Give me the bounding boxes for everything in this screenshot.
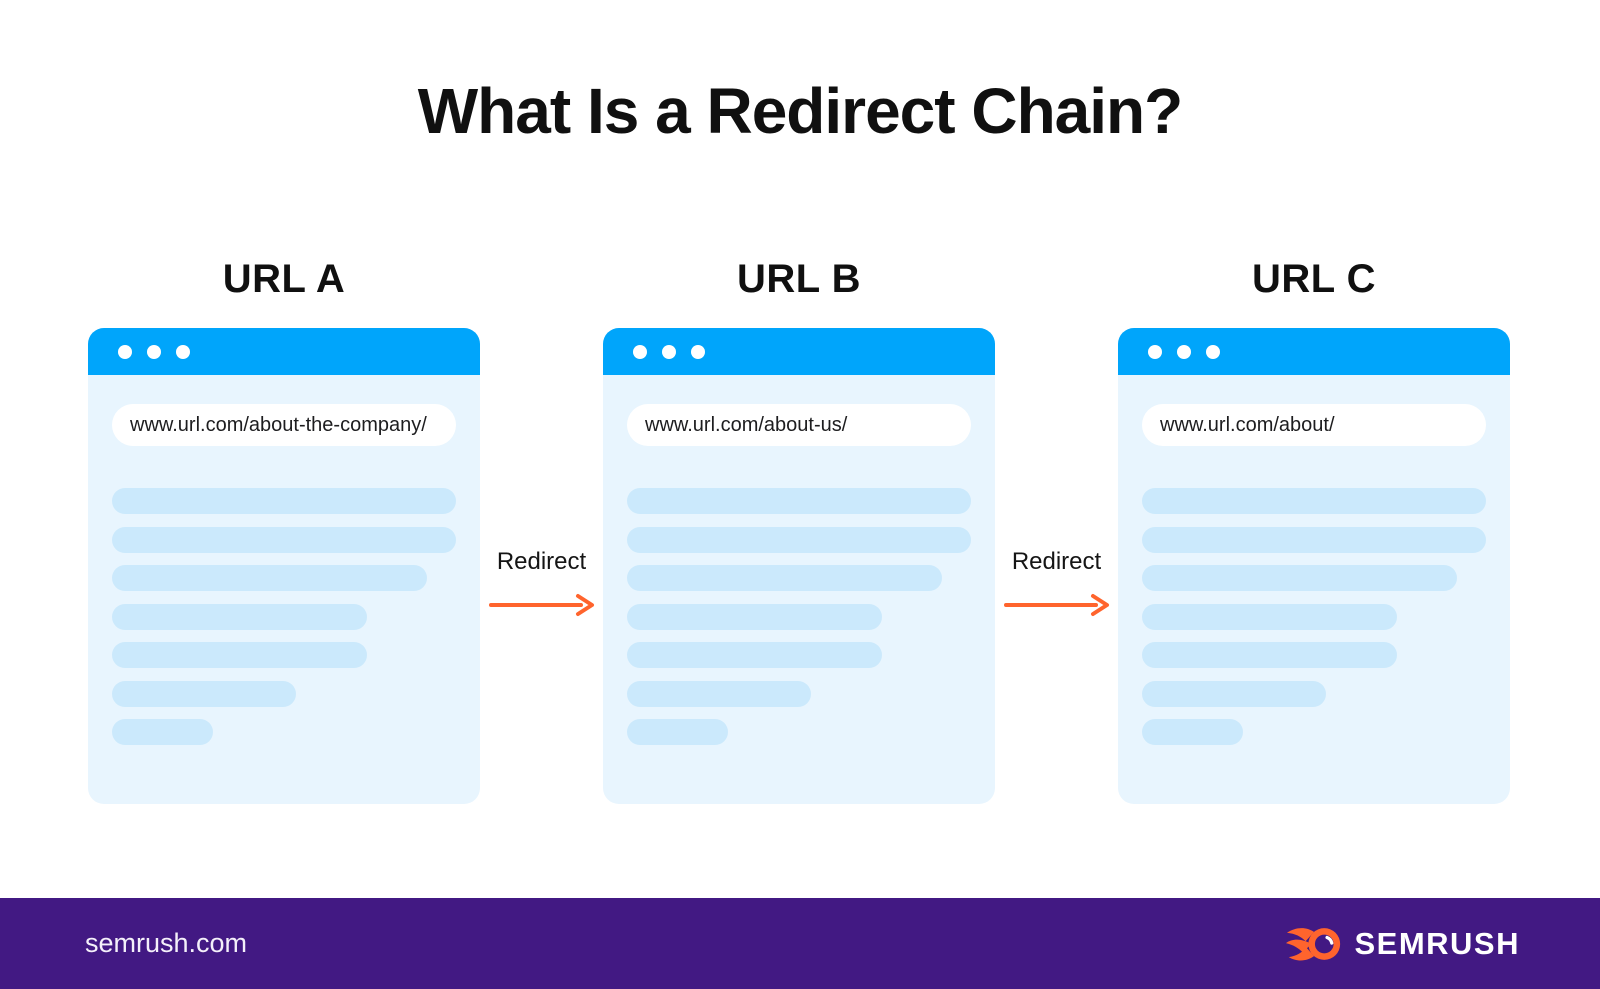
url-b-label: URL B: [737, 257, 861, 302]
content-placeholder-line: [112, 603, 367, 630]
redirect-arrow-icon: [488, 594, 594, 617]
content-placeholder-line: [1142, 680, 1327, 707]
content-placeholder-line: [1142, 642, 1397, 669]
window-control-dot-icon: [691, 344, 705, 359]
browser-window-a: www.url.com/about-the-company/: [88, 328, 480, 805]
content-placeholder-line: [1142, 565, 1457, 592]
redirect-label: Redirect: [496, 548, 587, 576]
content-placeholder-line: [1142, 603, 1397, 630]
content-placeholder-line: [112, 680, 297, 707]
content-placeholder-line: [112, 565, 427, 592]
content-placeholder-line: [627, 719, 729, 746]
footer-website: semrush.com: [85, 928, 248, 958]
content-placeholder-line: [112, 488, 456, 515]
brand-logo: SEMRUSH: [1286, 922, 1520, 966]
redirect-connector-1: Redirect: [480, 258, 603, 617]
content-placeholder-line: [627, 565, 942, 592]
content-placeholder-line: [627, 642, 882, 669]
window-control-dot-icon: [633, 344, 647, 359]
content-placeholder-line: [627, 680, 812, 707]
url-a-column: URL A www.url.com/about-the-company/: [88, 257, 480, 805]
window-control-dot-icon: [1206, 344, 1220, 359]
redirect-label: Redirect: [1011, 548, 1102, 576]
window-control-dot-icon: [1148, 344, 1162, 359]
url-c-column: URL C www.url.com/about/: [1118, 257, 1510, 805]
content-placeholder-line: [112, 642, 367, 669]
redirect-arrow-icon: [1003, 594, 1109, 617]
content-placeholder-line: [112, 719, 214, 746]
window-control-dot-icon: [118, 344, 132, 359]
content-placeholder-line: [627, 526, 971, 553]
content-placeholder-line: [627, 488, 971, 515]
browser-titlebar: [603, 328, 995, 376]
browser-window-b: www.url.com/about-us/: [603, 328, 995, 805]
window-control-dot-icon: [662, 344, 676, 359]
window-control-dot-icon: [1177, 344, 1191, 359]
content-placeholder-line: [112, 526, 456, 553]
semrush-flame-icon: [1286, 927, 1341, 960]
address-bar: www.url.com/about/: [1142, 404, 1486, 447]
address-bar: www.url.com/about-the-company/: [112, 404, 456, 447]
redirect-chain-diagram: URL A www.url.com/about-the-company/ Red…: [0, 257, 1600, 805]
content-placeholder-line: [627, 603, 882, 630]
page-content-placeholder: [1142, 488, 1486, 746]
page-content-placeholder: [627, 488, 971, 746]
content-placeholder-line: [1142, 526, 1486, 553]
page-title: What Is a Redirect Chain?: [417, 75, 1183, 147]
url-b-column: URL B www.url.com/about-us/: [603, 257, 995, 805]
brand-name: SEMRUSH: [1354, 925, 1520, 961]
content-placeholder-line: [1142, 488, 1486, 515]
footer-bar: semrush.com SEMRUSH: [0, 898, 1600, 989]
url-a-label: URL A: [222, 257, 346, 302]
page-content-placeholder: [112, 488, 456, 746]
browser-window-c: www.url.com/about/: [1118, 328, 1510, 805]
redirect-connector-2: Redirect: [995, 258, 1118, 617]
url-c-label: URL C: [1252, 257, 1376, 302]
address-bar: www.url.com/about-us/: [627, 404, 971, 447]
window-control-dot-icon: [176, 344, 190, 359]
window-control-dot-icon: [147, 344, 161, 359]
content-placeholder-line: [1142, 719, 1244, 746]
browser-titlebar: [88, 328, 480, 376]
browser-titlebar: [1118, 328, 1510, 376]
